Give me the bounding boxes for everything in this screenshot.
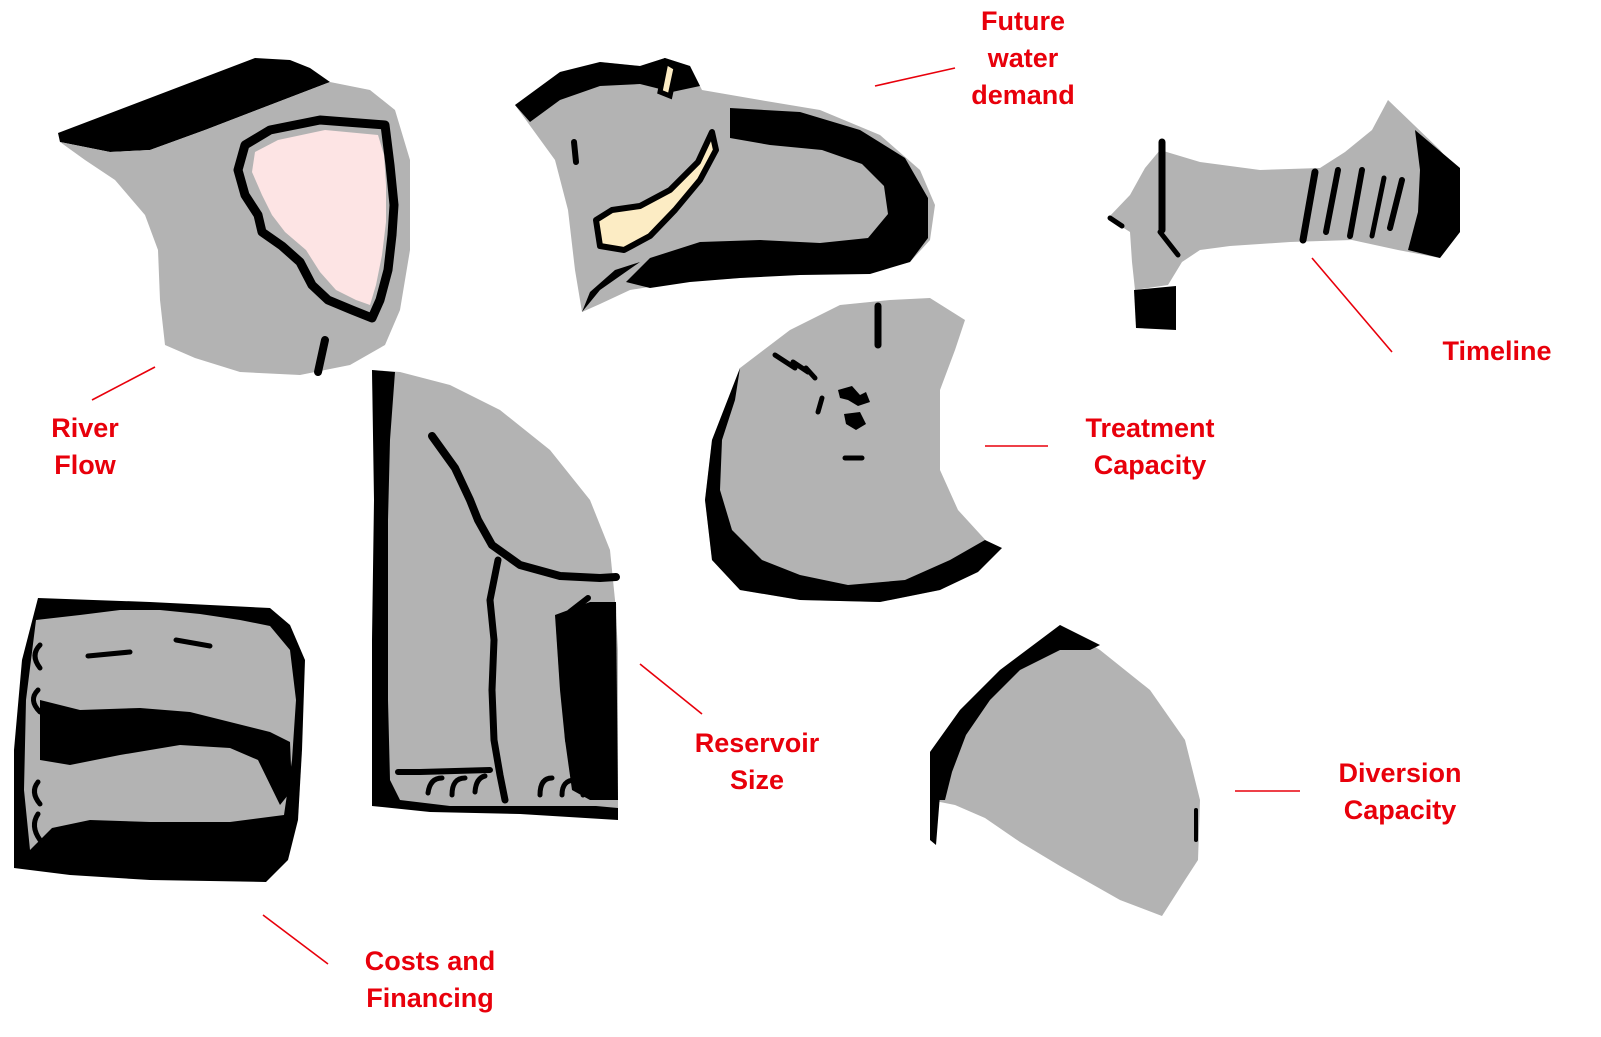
leader-timeline [1312, 258, 1392, 352]
leader-reservoir-size [640, 664, 702, 714]
label-reservoir-size: Reservoir Size [672, 725, 842, 799]
label-costs-and-financing: Costs and Financing [340, 943, 520, 1017]
label-diversion-capacity: Diversion Capacity [1315, 755, 1485, 829]
trunk-piece [1108, 100, 1460, 330]
face-piece [705, 298, 1002, 602]
label-timeline: Timeline [1422, 333, 1572, 370]
leader-river-flow [92, 367, 155, 400]
leg-piece [14, 598, 305, 882]
rear-piece [930, 625, 1200, 916]
ear-piece [58, 58, 410, 375]
leader-costs-and-financing [263, 915, 328, 964]
body-piece [372, 370, 618, 820]
label-river-flow: River Flow [30, 410, 140, 484]
leader-future-water-demand [875, 68, 955, 86]
label-treatment-capacity: Treatment Capacity [1060, 410, 1240, 484]
head-piece [515, 58, 935, 312]
label-future-water-demand: Future water demand [958, 3, 1088, 114]
